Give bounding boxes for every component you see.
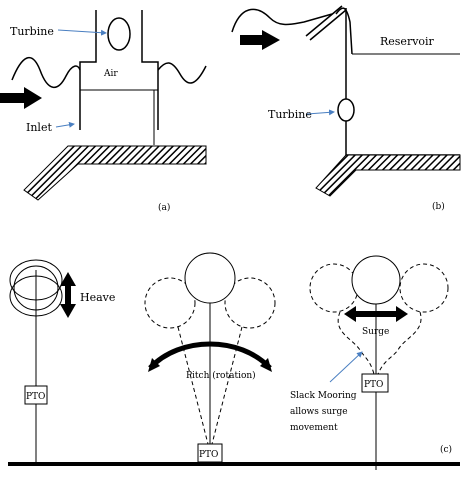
air-label: Air bbox=[103, 69, 118, 79]
wave-a-right bbox=[157, 62, 207, 84]
pitch-buoy-ghost-right bbox=[224, 277, 276, 329]
slack-label-line1: Slack Mooring bbox=[290, 391, 357, 401]
pto-box-heave bbox=[24, 385, 48, 405]
incoming-wave-arrow-a bbox=[0, 87, 42, 109]
pitch-buoy bbox=[184, 252, 236, 304]
turbine-label-a: Turbine bbox=[10, 25, 54, 38]
surge-buoy-ghost-right bbox=[399, 263, 449, 313]
ramp-b-2 bbox=[309, 9, 347, 41]
caption-b: (b) bbox=[432, 201, 445, 212]
inlet-label: Inlet bbox=[26, 121, 52, 134]
pitch-rotation-arrow-icon bbox=[148, 341, 272, 370]
surge-mooring-ghost-left bbox=[337, 311, 375, 375]
panel-c: Heave PTO Pitch (rotation) PTO Surge PTO… bbox=[8, 252, 460, 470]
reservoir-label: Reservoir bbox=[380, 35, 435, 48]
pto-box-pitch bbox=[197, 443, 223, 463]
reservoir-wall bbox=[345, 8, 460, 156]
heave-label: Heave bbox=[80, 291, 115, 304]
caption-a: (a) bbox=[158, 202, 170, 213]
inlet-pointer bbox=[55, 121, 75, 128]
pitch-arrowhead-left bbox=[148, 358, 160, 372]
surge-arrow-icon bbox=[344, 306, 408, 322]
surge-buoy-ghost-left bbox=[309, 263, 359, 313]
turbine-b-icon bbox=[337, 98, 355, 122]
seabed-a bbox=[23, 145, 207, 201]
turbine-pointer-a bbox=[57, 29, 107, 36]
wave-a bbox=[11, 57, 81, 88]
surge-label: Surge bbox=[362, 327, 389, 337]
panel-b: Reservoir Turbine (b) bbox=[231, 5, 461, 212]
seafloor-line bbox=[8, 462, 460, 466]
oscillating-chamber bbox=[79, 10, 159, 130]
turbine-a-icon bbox=[107, 17, 131, 51]
slack-pointer bbox=[329, 351, 363, 383]
overtopping-wave bbox=[335, 7, 353, 55]
seabed-b bbox=[315, 154, 461, 197]
panel-a: Turbine Air Inlet (a) bbox=[0, 10, 207, 213]
surge-buoy bbox=[351, 255, 401, 305]
slack-label-line3: movement bbox=[290, 423, 338, 433]
pitch-mooring-ghost-left bbox=[177, 326, 209, 445]
incoming-wave-arrow-b bbox=[240, 30, 280, 50]
pitch-arrowhead-right bbox=[260, 358, 272, 372]
turbine-pointer-b bbox=[306, 109, 335, 116]
pto-label-surge: PTO bbox=[364, 380, 383, 390]
ramp-b-1 bbox=[305, 5, 343, 37]
wave-b bbox=[231, 8, 333, 33]
heave-arrow-icon bbox=[60, 272, 76, 318]
pitch-mooring-ghost-right bbox=[211, 326, 243, 445]
pto-label-pitch: PTO bbox=[199, 450, 218, 460]
pitch-buoy-ghost-left bbox=[144, 277, 196, 329]
turbine-label-b: Turbine bbox=[268, 108, 312, 121]
caption-c: (c) bbox=[440, 444, 452, 455]
surge-mooring-ghost-right bbox=[377, 311, 422, 375]
slack-label-line2: allows surge bbox=[290, 407, 348, 417]
pto-box-surge bbox=[361, 373, 389, 393]
pitch-label: Pitch (rotation) bbox=[186, 370, 256, 381]
pto-label-heave: PTO bbox=[26, 392, 45, 402]
